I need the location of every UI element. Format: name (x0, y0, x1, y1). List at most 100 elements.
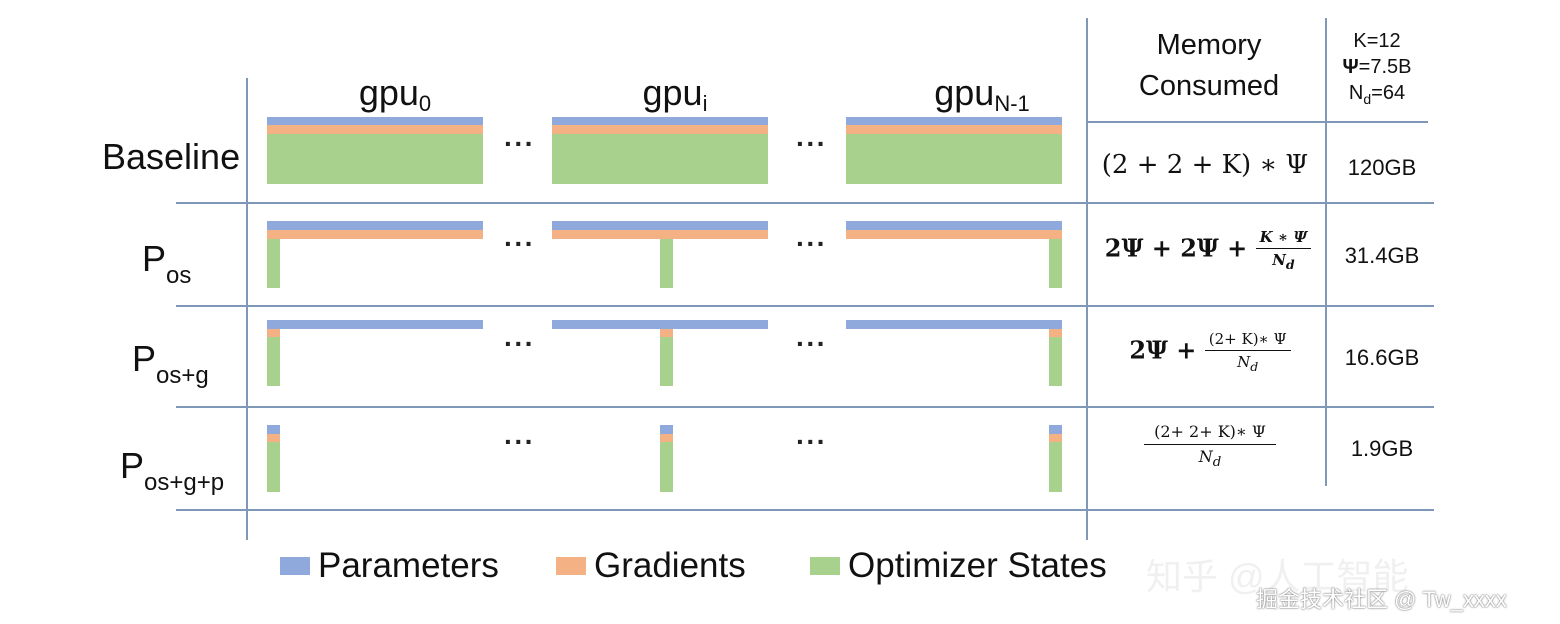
ellipsis: ··· (796, 128, 827, 159)
gradients-bar (552, 230, 768, 239)
optimizer-states-bar (660, 337, 673, 386)
parameters-bar (552, 221, 768, 230)
parameters-bar (660, 425, 673, 434)
nd-base: N (1348, 82, 1364, 104)
gpu-n-base: gpu (934, 72, 995, 113)
formula-posgp-fraction: (2+ 2+ K)∗ Ψ Nd (1144, 422, 1276, 470)
gradients-bar (846, 230, 1062, 239)
parameters-bar (267, 425, 280, 434)
parameters-bar (552, 320, 768, 329)
ellipsis: ··· (504, 426, 535, 457)
legend-label-optimizer: Optimizer States (848, 546, 1107, 585)
nd-value: =64 (1371, 82, 1406, 104)
parameters-bar (846, 320, 1062, 329)
memory-value-baseline: 120GB (1347, 155, 1417, 180)
ellipsis: ··· (504, 228, 535, 259)
posg-base: P (132, 338, 157, 379)
legend-swatch-gradients (556, 557, 586, 575)
gradients-bar (660, 434, 673, 442)
optimizer-states-bar (267, 134, 483, 184)
row-label-pos: Pos (142, 238, 191, 290)
gradients-bar (552, 125, 768, 134)
grid-values-divider (1325, 18, 1327, 486)
ellipsis: ··· (504, 328, 535, 359)
param-psi: Ψ=7.5B (1322, 54, 1432, 80)
parameters-bar (552, 117, 768, 125)
param-k: K=12 (1353, 30, 1401, 52)
grid-row-line-3 (176, 406, 1434, 408)
gradients-bar (267, 434, 280, 442)
optimizer-states-bar (267, 442, 280, 492)
gradients-bar (267, 329, 280, 337)
formula-pos-prefix: 2Ψ + 2Ψ + (1104, 233, 1248, 263)
legend-swatch-optimizer (810, 557, 840, 575)
optimizer-states-bar (846, 134, 1062, 184)
formula-posgp-den-base: N (1198, 447, 1213, 466)
gpu-i-sub: i (702, 91, 708, 116)
posgp-sub: os+g+p (144, 469, 225, 496)
ellipsis: ··· (796, 328, 827, 359)
row-label-posg: Pos+g (132, 338, 209, 390)
parameters-bar (1049, 425, 1062, 434)
psi-symbol: Ψ (1342, 56, 1359, 78)
optimizer-states-bar (267, 239, 280, 288)
parameters-bar (267, 117, 483, 125)
watermark-zhihu: 知乎 @人工智能 (1146, 556, 1409, 597)
formula-posg-fraction: (2+ K)∗ Ψ Nd (1204, 330, 1291, 374)
optimizer-states-bar (267, 337, 280, 386)
nd-sub: d (1363, 91, 1372, 107)
parameters-bar (846, 117, 1062, 125)
optimizer-states-bar (1049, 442, 1062, 492)
memory-consumed-header: Memory Consumed (1094, 25, 1324, 107)
watermark-juejin: 掘金技术社区 @ Tw_xxxx (1256, 587, 1507, 612)
parameters-bar (846, 221, 1062, 230)
legend-optimizer: Optimizer States (810, 546, 1107, 586)
row-label-baseline: Baseline (102, 136, 241, 177)
pos-sub: os (166, 262, 192, 289)
gradients-bar (267, 125, 483, 134)
formula-pos-den-sub: d (1285, 257, 1295, 272)
pos-base: P (142, 238, 167, 279)
psi-value: =7.5B (1358, 56, 1412, 78)
legend-label-parameters: Parameters (318, 546, 499, 585)
parameters-bar (267, 221, 483, 230)
formula-pos-den: Nd (1256, 249, 1312, 272)
formula-posgp-den: Nd (1144, 445, 1276, 470)
formula-posg: 2Ψ + (2+ K)∗ Ψ Nd (1100, 330, 1320, 374)
formula-posgp-num: (2+ 2+ K)∗ Ψ (1144, 422, 1276, 445)
optimizer-states-bar (552, 134, 768, 184)
legend-parameters: Parameters (280, 546, 499, 586)
formula-pos-fraction: K ∗ Ψ Nd (1255, 228, 1312, 272)
optimizer-states-bar (1049, 337, 1062, 386)
formula-posg-den-base: N (1237, 353, 1251, 371)
memory-header-line1: Memory (1156, 29, 1262, 61)
formula-baseline: (2 + 2 + K) ∗ Ψ (1101, 150, 1309, 180)
formula-posgp: (2+ 2+ K)∗ Ψ Nd (1100, 422, 1320, 470)
param-nd: Nd=64 (1322, 80, 1432, 112)
gradients-bar (267, 230, 483, 239)
gpu-n-sub: N-1 (994, 91, 1030, 116)
memory-header-line2: Consumed (1138, 70, 1280, 102)
formula-posg-den: Nd (1205, 351, 1291, 374)
gpu-n-title: gpuN-1 (872, 72, 1092, 117)
legend-gradients: Gradients (556, 546, 746, 586)
formula-posg-num: (2+ K)∗ Ψ (1204, 330, 1291, 351)
grid-header-underline (1088, 121, 1428, 123)
gpu-0-base: gpu (358, 72, 419, 113)
gradients-bar (660, 329, 673, 337)
memory-value-posgp: 1.9GB (1350, 436, 1414, 461)
grid-row-line-1 (176, 202, 1434, 204)
grid-row-line-4 (176, 509, 1434, 511)
gradients-bar (1049, 329, 1062, 337)
posgp-base: P (120, 445, 145, 486)
legend-label-gradients: Gradients (594, 546, 746, 585)
memory-value-pos: 31.4GB (1344, 243, 1420, 268)
ellipsis: ··· (504, 128, 535, 159)
gradients-bar (1049, 434, 1062, 442)
formula-posgp-den-sub: d (1212, 455, 1222, 471)
ellipsis: ··· (796, 228, 827, 259)
gpu-0-title: gpu0 (285, 72, 505, 117)
parameters-bar (267, 320, 483, 329)
gpu-0-sub: 0 (418, 91, 432, 116)
formula-posg-prefix: 2Ψ + (1129, 335, 1197, 365)
